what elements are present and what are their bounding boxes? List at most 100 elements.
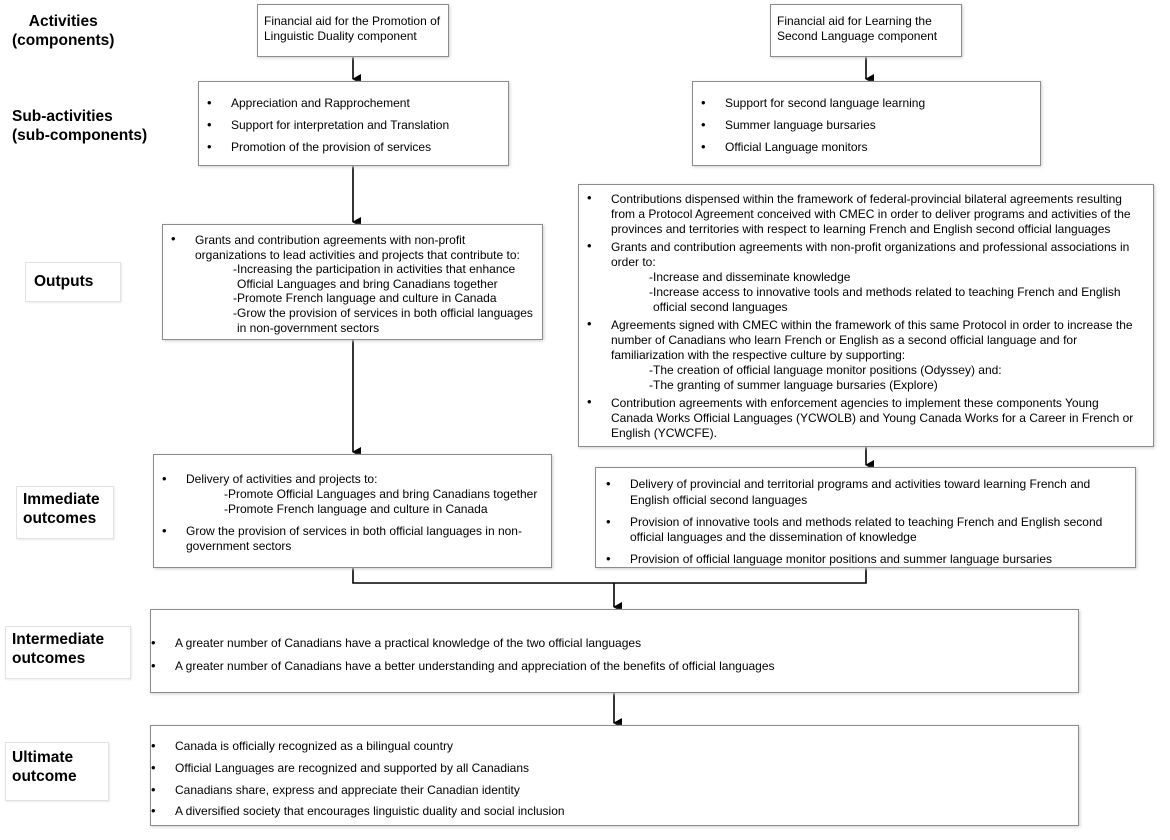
ultimate-box: Canada is officially recognized as a bil… — [150, 725, 1079, 826]
intermediate-text: A greater number of Canadians have a pra… — [175, 636, 642, 650]
output-line: Grants and contribution agreements with … — [611, 240, 1130, 255]
sub-activity-item: Official Language monitors — [693, 139, 1040, 155]
output-sub-line: -Increase and disseminate knowledge — [649, 270, 851, 285]
label-sub-activities-line2: (sub-components) — [12, 127, 148, 144]
label-immediate: Immediate outcomes — [16, 486, 114, 539]
ultimate-text: Official Languages are recognized and su… — [175, 760, 530, 775]
sub-activity-item: Support for second language learning — [693, 95, 1040, 111]
sub-activity-item: Support for interpretation and Translati… — [199, 117, 508, 133]
output-lead-line2: organizations to lead activities and pro… — [195, 247, 520, 262]
label-intermediate-line2: outcomes — [12, 650, 86, 667]
output-item: Grants and contribution agreements with … — [579, 239, 1153, 315]
component-box-second-language: Financial aid for Learning the Second La… — [770, 4, 962, 57]
immediate-sub-line: -Promote French language and culture in … — [224, 502, 488, 516]
label-ultimate: Ultimate outcome — [5, 742, 109, 801]
immediate-item: Provision of innovative tools and method… — [598, 514, 1135, 546]
output-item: Agreements signed with CMEC within the f… — [579, 317, 1153, 393]
output-line: Canada Works Official Languages (YCWOLB)… — [611, 411, 1134, 426]
outputs-box-left: Grants and contribution agreements with … — [162, 224, 543, 340]
output-line: Contribution agreements with enforcement… — [611, 396, 1099, 411]
label-immediate-line2: outcomes — [23, 510, 97, 527]
sub-activity-item: Summer language bursaries — [693, 117, 1040, 133]
immediate-item: Delivery of activities and projects to: … — [154, 471, 551, 517]
immediate-item: Delivery of provincial and territorial p… — [598, 476, 1135, 508]
output-sub-item: -Increase and disseminate knowledge -Inc… — [611, 270, 1153, 315]
output-line: familiarization with the respective cult… — [611, 348, 906, 363]
output-line: from a Protocol Agreement conceived with… — [611, 206, 1131, 221]
output-line: order to: — [611, 255, 656, 270]
output-sub-item: -Grow the provision of services in both … — [195, 306, 542, 335]
component-left-line1: Financial aid for the Promotion of — [264, 14, 441, 28]
immediate-sub-item: -Promote Official Languages and bring Ca… — [186, 487, 551, 517]
output-sub-line: -Increase access to innovative tools and… — [649, 284, 1121, 299]
sub-activity-item: Promotion of the provision of services — [199, 139, 508, 155]
sub-activity-text: Official Language monitors — [725, 139, 868, 154]
output-sub-item: -The creation of official language monit… — [611, 363, 1153, 393]
immediate-sub-line: -Promote Official Languages and bring Ca… — [224, 487, 538, 501]
component-box-linguistic-duality: Financial aid for the Promotion of Lingu… — [257, 4, 449, 57]
immediate-line: government sectors — [186, 538, 292, 553]
label-activities: Activities (components) — [6, 10, 120, 52]
immediate-line: Delivery of provincial and territorial p… — [630, 477, 1091, 491]
output-line: number of Canadians who learn French or … — [611, 333, 1078, 348]
immediate-line: Delivery of activities and projects to: — [186, 472, 378, 486]
output-sub-item: -Promote French language and culture in … — [195, 291, 542, 306]
ultimate-text: A diversified society that encourages li… — [175, 804, 565, 819]
label-activities-line2: (components) — [12, 32, 115, 49]
sub-activity-text: Support for interpretation and Translati… — [231, 117, 450, 132]
ultimate-text: Canadians share, express and appreciate … — [175, 782, 520, 797]
output-item: Contributions dispensed within the frame… — [579, 191, 1153, 237]
immediate-item: Provision of official language monitor p… — [598, 551, 1135, 568]
label-ultimate-line1: Ultimate — [12, 749, 74, 766]
immediate-line: Provision of official language monitor p… — [630, 552, 1053, 567]
component-left-line2: Linguistic Duality component — [264, 29, 417, 44]
output-sub-line: -Promote French language and culture in … — [233, 291, 497, 306]
component-right-line1: Financial aid for Learning the — [777, 14, 932, 28]
output-sub-line: -The creation of official language monit… — [649, 362, 1002, 377]
output-lead-line1: Grants and contribution agreements with … — [195, 233, 466, 247]
output-sub-item: -Increasing the participation in activit… — [195, 262, 542, 291]
label-outputs: Outputs — [25, 262, 121, 302]
label-activities-line1: Activities — [28, 13, 98, 30]
outputs-box-right: Contributions dispensed within the frame… — [578, 184, 1154, 447]
ultimate-item: Canadians share, express and appreciate … — [143, 782, 1078, 798]
immediate-line: official languages and the dissemination… — [630, 530, 917, 545]
sub-activities-box-left: Appreciation and Rapprochement Support f… — [198, 81, 509, 166]
output-line: English (YCWCFE). — [611, 426, 718, 441]
output-line: Agreements signed with CMEC within the f… — [611, 318, 1133, 333]
output-sub-line: official second languages — [653, 299, 788, 314]
ultimate-item: A diversified society that encourages li… — [143, 803, 1078, 819]
output-sub-line: in non-government sectors — [237, 320, 380, 335]
immediate-line: English official second languages — [630, 492, 808, 507]
output-line: provinces and territories with respect t… — [611, 221, 1111, 236]
sub-activities-box-right: Support for second language learning Sum… — [692, 81, 1041, 166]
intermediate-item: A greater number of Canadians have a pra… — [143, 635, 1078, 651]
intermediate-box: A greater number of Canadians have a pra… — [150, 609, 1079, 693]
output-sub-line: Official Languages and bring Canadians t… — [237, 276, 498, 291]
label-sub-activities-line1: Sub-activities — [12, 108, 113, 125]
label-intermediate: Intermediate outcomes — [5, 626, 131, 679]
immediate-box-right: Delivery of provincial and territorial p… — [595, 467, 1136, 568]
component-right-line2: Second Language component — [777, 29, 938, 44]
merge-line-immediate — [352, 568, 867, 584]
ultimate-text: Canada is officially recognized as a bil… — [175, 739, 453, 753]
immediate-line: Grow the provision of services in both o… — [186, 523, 522, 538]
intermediate-text: A greater number of Canadians have a bet… — [175, 659, 775, 674]
ultimate-item: Canada is officially recognized as a bil… — [143, 738, 1078, 754]
output-line: Contributions dispensed within the frame… — [611, 192, 1122, 206]
output-sub-line: -Grow the provision of services in both … — [233, 305, 533, 320]
label-ultimate-line2: outcome — [12, 768, 77, 785]
label-intermediate-line1: Intermediate — [12, 631, 105, 648]
sub-activity-text: Support for second language learning — [725, 96, 926, 110]
immediate-item: Grow the provision of services in both o… — [154, 523, 551, 554]
output-sub-line: -Increasing the participation in activit… — [233, 262, 516, 277]
output-item: Contribution agreements with enforcement… — [579, 395, 1153, 441]
sub-activity-item: Appreciation and Rapprochement — [199, 95, 508, 111]
immediate-box-left: Delivery of activities and projects to: … — [153, 454, 552, 568]
label-outputs-text: Outputs — [34, 273, 94, 290]
sub-activity-text: Promotion of the provision of services — [231, 139, 432, 154]
immediate-line: Provision of innovative tools and method… — [630, 514, 1103, 529]
sub-activity-text: Summer language bursaries — [725, 117, 876, 132]
output-item: Grants and contribution agreements with … — [163, 232, 542, 335]
